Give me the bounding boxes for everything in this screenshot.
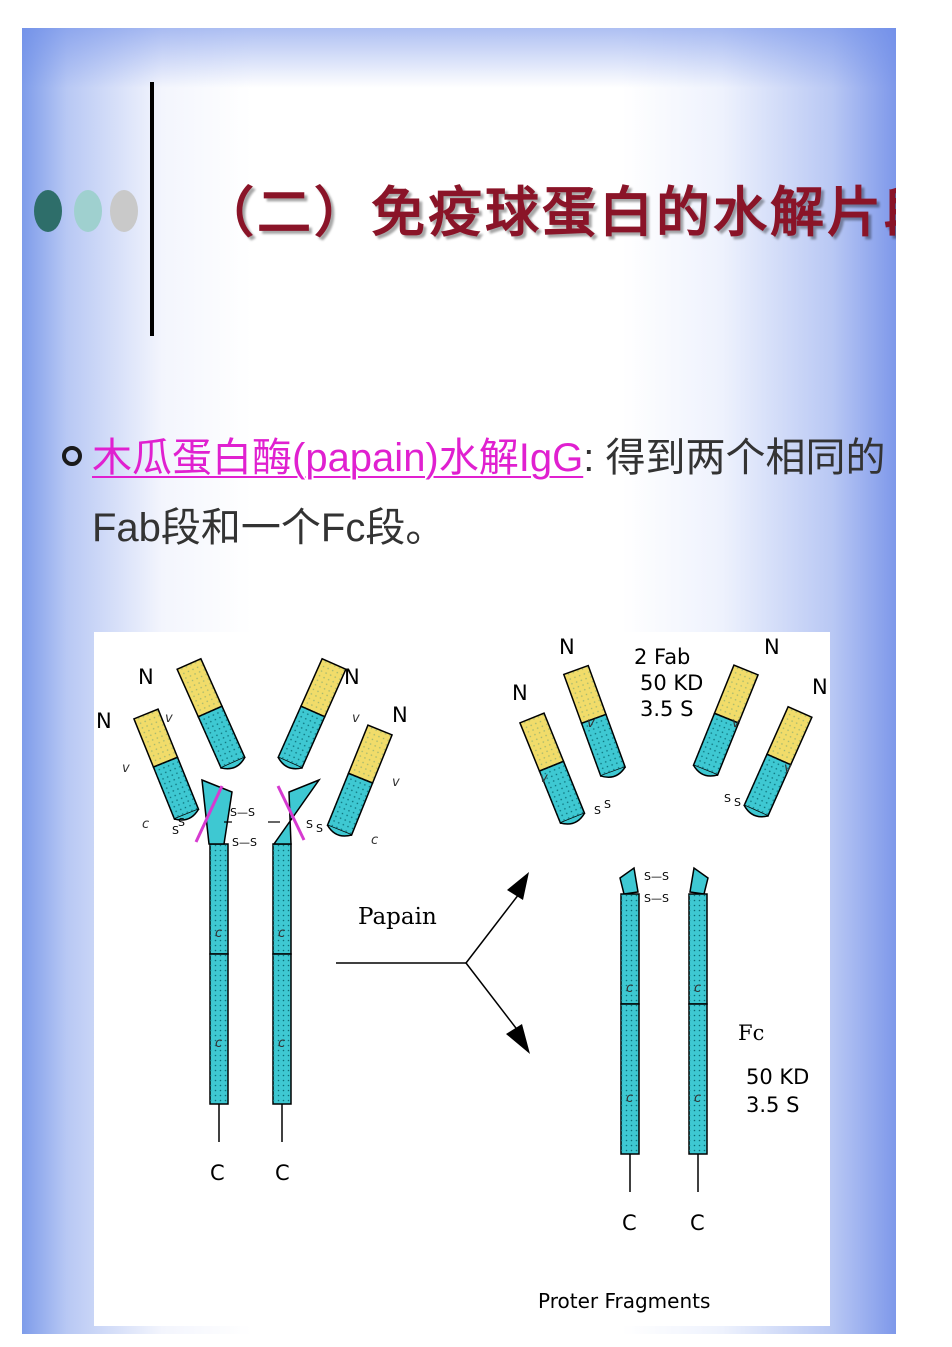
domain-v-label: v (784, 761, 792, 776)
decor-dot-teal (74, 190, 102, 232)
fc-chain-left (620, 893, 640, 1155)
domain-v-label: v (540, 771, 548, 786)
heavy-arm-left (176, 657, 248, 774)
disulfide-bond-fc: S—S (644, 870, 669, 883)
fab-left-light (519, 712, 588, 829)
fab-mass-label: 50 KD (640, 671, 703, 695)
c-label-left: C (210, 1161, 225, 1185)
c-label: C (690, 1211, 705, 1235)
disulfide-bond-light: S (306, 818, 313, 831)
domain-v-label: v (732, 716, 740, 731)
n-label: N (764, 635, 780, 659)
fab-sedimentation-label: 3.5 S (640, 697, 693, 721)
disulfide-bond-hinge: S—S (230, 806, 255, 819)
light-chain-right (324, 724, 393, 841)
domain-v-label: v (122, 761, 130, 776)
domain-c-label: c (215, 1036, 222, 1051)
n-label: N (559, 635, 575, 659)
bullet-circle-icon (62, 446, 82, 466)
decor-dot-grey (110, 190, 138, 232)
papain-cleavage-mark (194, 785, 224, 843)
domain-v-label: v (392, 775, 400, 790)
domain-c-label: c (278, 1036, 285, 1051)
n-label: N (96, 709, 112, 733)
arrow-head-down (506, 1024, 530, 1054)
disulfide-bond-light: S (316, 822, 323, 835)
fc-mass-label: 50 KD (746, 1065, 809, 1089)
domain-c-label: c (626, 1091, 633, 1106)
intact-igg: C C c c c c N N N N v v (96, 657, 408, 1185)
fab-fragments: N N N N v v v v S S S S 2 Fab 50 KD 3.5 … (512, 635, 828, 829)
slide-title: （二）免疫球蛋白的水解片段 (200, 180, 896, 244)
fab-right-light (741, 705, 813, 822)
disulfide-bond-fc: S—S (644, 892, 669, 905)
bullet-body: 得到两个相同的Fab段和一个Fc段。 (92, 436, 886, 550)
heavy-arm-right (275, 657, 347, 774)
disulfide-bond-hinge: S—S (232, 836, 257, 849)
heavy-chain-right (272, 843, 292, 1105)
title-divider (150, 82, 154, 336)
domain-v-label: v (165, 711, 173, 726)
figure-caption: Proter Fragments (538, 1289, 710, 1313)
domain-c-label: c (371, 833, 378, 848)
c-label-right: C (275, 1161, 290, 1185)
domain-c-label: c (278, 926, 285, 941)
n-label: N (812, 675, 828, 699)
domain-c-label: c (142, 817, 149, 832)
domain-c-label: c (215, 926, 222, 941)
bullet-text: 木瓜蛋白酶(papain)水解IgG: 得到两个相同的Fab段和一个Fc段。 (92, 436, 886, 550)
papain-cleavage-mark (276, 785, 306, 841)
disulfide-bond-fab: S (604, 798, 611, 811)
fc-sedimentation-label: 3.5 S (746, 1093, 799, 1117)
disulfide-bond-fab: S (734, 796, 741, 809)
slide: （二）免疫球蛋白的水解片段 木瓜蛋白酶(papain)水解IgG: 得到两个相同… (22, 28, 896, 1334)
antibody-figure: C C c c c c N N N N v v (94, 632, 830, 1326)
papain-label: Papain (358, 904, 437, 930)
domain-c-label: c (694, 1091, 701, 1106)
fab-count-label: 2 Fab (634, 645, 690, 669)
domain-c-label: c (694, 981, 701, 996)
decor-dot-dark (34, 190, 62, 232)
n-label: N (392, 703, 408, 727)
domain-c-label: c (626, 981, 633, 996)
papain-link[interactable]: 木瓜蛋白酶(papain)水解IgG (92, 436, 584, 480)
papain-arrows: Papain (336, 872, 530, 1054)
disulfide-bond-fab: S (724, 792, 731, 805)
antibody-diagram: C C c c c c N N N N v v (96, 635, 828, 1313)
light-chain-left (133, 708, 202, 825)
fc-name-label: Fc (738, 1021, 764, 1045)
fc-fragment: C C S—S S—S c c c c Fc 50 KD 3.5 S (619, 866, 809, 1235)
n-label: N (138, 665, 154, 689)
disulfide-bond-fab: S (594, 804, 601, 817)
fab-left-heavy (563, 664, 628, 782)
n-label: N (344, 665, 360, 689)
domain-v-label: v (587, 716, 595, 731)
c-label: C (622, 1211, 637, 1235)
disulfide-bond-light: S (172, 824, 179, 837)
n-label: N (512, 681, 528, 705)
domain-v-label: v (352, 711, 360, 726)
disulfide-bond-light: S (178, 816, 185, 829)
fc-chain-right (688, 893, 708, 1155)
heavy-chain-left (209, 843, 229, 1105)
arrow-head-up (507, 872, 529, 900)
